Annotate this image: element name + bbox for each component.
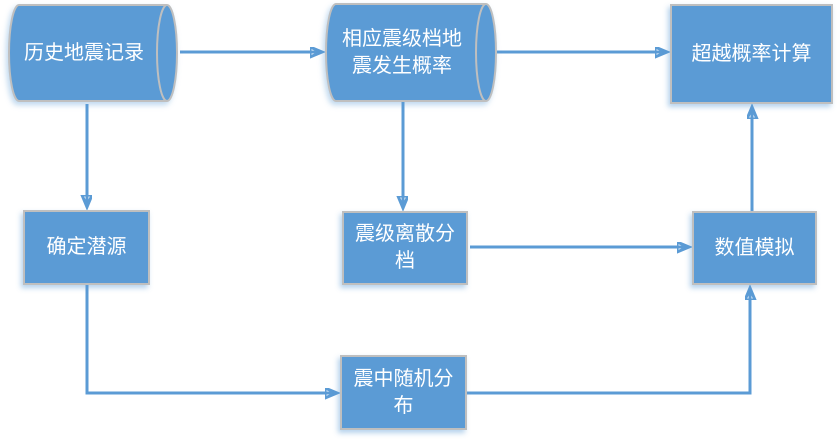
node-label: 震中随机分 布 (353, 367, 454, 417)
node-epicenter-random-distribution: 震中随机分 布 (340, 355, 467, 430)
node-label: 震级离散分 档 (355, 223, 455, 272)
node-determine-potential-sources: 确定潜源 (23, 210, 150, 285)
node-label: 超越概率计算 (691, 42, 812, 65)
cylinder-shape (325, 3, 497, 102)
cylinder-shape (8, 4, 178, 102)
node-numerical-simulation: 数值模拟 (692, 211, 817, 285)
node-exceedance-probability-calculation: 超越概率计算 (670, 4, 833, 104)
node-label: 数值模拟 (714, 236, 795, 259)
arrow-potential-sources-to-epicenter (85, 285, 336, 393)
node-label: 确定潜源 (46, 236, 127, 258)
node-magnitude-discrete-binning: 震级离散分 档 (342, 211, 468, 285)
node-magnitude-bin-occurrence-probability: 相应震级档地 震发生概率 (325, 3, 497, 102)
arrow-epicenter-to-simulation (467, 289, 750, 395)
node-historical-earthquake-records: 历史地震记录 (8, 4, 178, 102)
